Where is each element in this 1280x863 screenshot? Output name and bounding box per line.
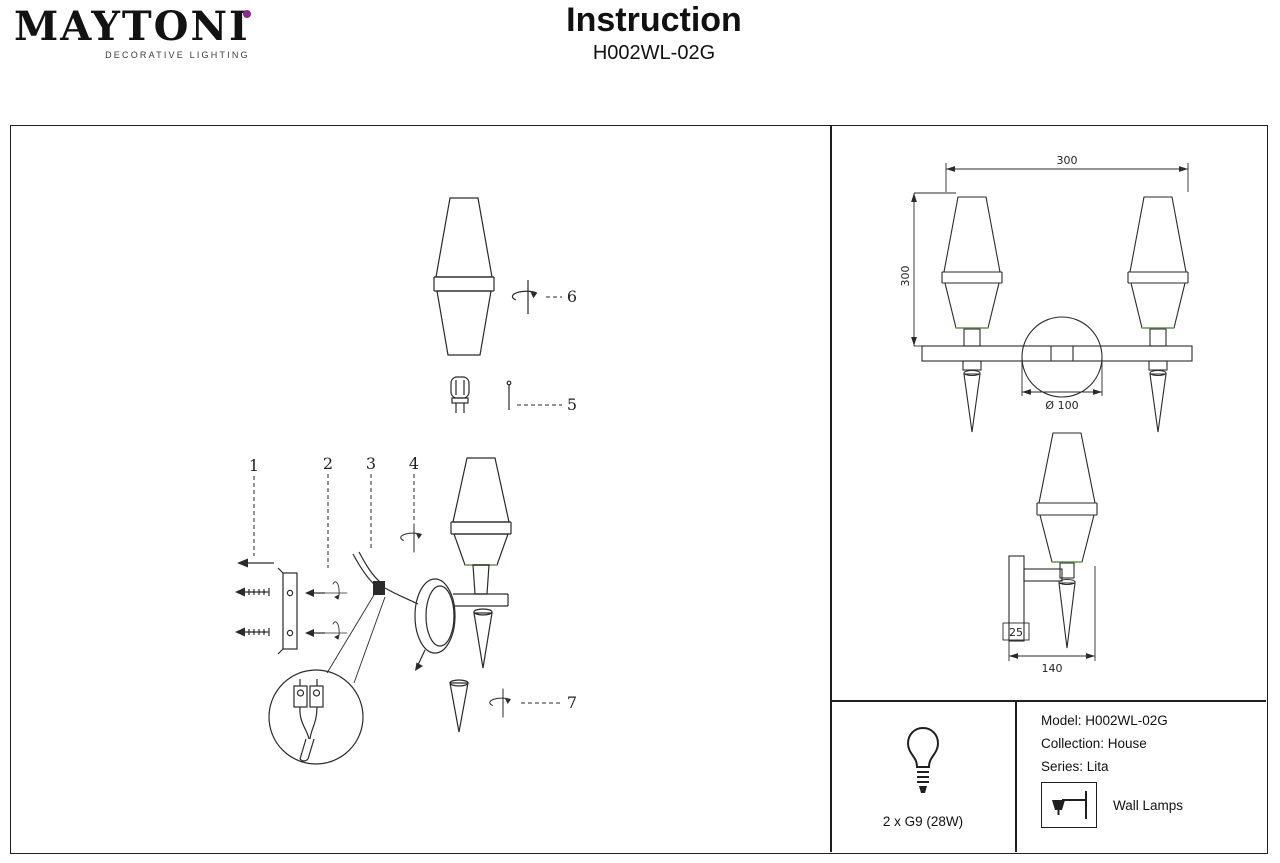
page-title: Instruction: [566, 1, 742, 39]
cone-part-drawing: [449, 679, 469, 733]
side-view-drawing: [1008, 432, 1098, 649]
part-number-1: 1: [249, 456, 259, 475]
brand-logo: MAYTONI DECORATIVE LIGHTING: [14, 3, 251, 60]
assembly-diagram: 1 2 3 4 5 6 7: [235, 197, 577, 765]
part-number-2: 2: [323, 454, 333, 473]
collection-line: Collection: House: [1041, 736, 1147, 751]
g9-bulb-drawing: [450, 376, 470, 413]
bracket-screw-drawing-2: [305, 621, 348, 640]
wire-connector-drawing: [326, 551, 419, 684]
dimension-depth-label: 140: [1042, 662, 1063, 675]
dimension-offset-label: 25: [1009, 626, 1023, 639]
pin-drawing: [506, 380, 512, 410]
part-number-7: 7: [567, 693, 577, 712]
screw-drawing-2: [235, 627, 270, 637]
wall-plug-drawing: [237, 558, 274, 568]
bulb-spec-label: 2 x G9 (28W): [882, 813, 964, 829]
vertical-divider: [830, 126, 832, 852]
front-dimension-lines: [911, 163, 1189, 396]
category-row: Wall Lamps: [1041, 782, 1267, 828]
model-info-cell: Model: H002WL-02G Collection: House Seri…: [1017, 702, 1267, 852]
mounting-bracket-drawing: [277, 567, 298, 655]
dimension-drawings: 300 300 Ø 100 25 140: [899, 154, 1193, 675]
model-line: Model: H002WL-02G: [1041, 713, 1168, 728]
brand-dot-icon: [242, 10, 251, 18]
part-number-5: 5: [567, 395, 577, 414]
rotate-arrow-icon: [489, 688, 512, 718]
lamp-body-drawing: [414, 457, 512, 671]
screw-drawing-1: [235, 587, 270, 597]
dimension-diameter-label: Ø 100: [1045, 399, 1078, 412]
part-number-6: 6: [567, 287, 577, 306]
horizontal-divider: [830, 700, 1266, 702]
bracket-screw-drawing-1: [305, 581, 348, 600]
part-number-4: 4: [409, 454, 419, 473]
part-number-3: 3: [366, 454, 376, 473]
bulb-icon: [906, 726, 940, 793]
bulb-spec-cell: 2 x G9 (28W): [831, 702, 1015, 852]
series-line: Series: Lita: [1041, 759, 1109, 774]
rotate-arrow-icon: [511, 279, 538, 315]
category-label: Wall Lamps: [1113, 797, 1184, 813]
spec-divider: [1015, 700, 1017, 852]
front-view-drawing: [921, 196, 1193, 433]
wall-lamp-icon: [1052, 791, 1087, 819]
glass-shade-drawing: [433, 197, 495, 356]
title-block: Instruction H002WL-02G: [566, 0, 742, 65]
rotate-arrow-icon: [400, 523, 423, 553]
leader-lines: [253, 296, 562, 704]
header-model-code: H002WL-02G: [592, 41, 716, 64]
dimension-height-label: 300: [899, 266, 912, 287]
wiring-detail-drawing: [268, 669, 364, 765]
dimension-labels: 300 300 Ø 100 25 140: [899, 154, 1079, 675]
dimension-width-label: 300: [1057, 154, 1078, 167]
brand-name: MAYTONI: [14, 3, 250, 50]
side-dimension-lines: [1002, 566, 1096, 661]
part-numbers: 1 2 3 4 5 6 7: [249, 287, 577, 712]
content-frame: 1 2 3 4 5 6 7: [10, 125, 1268, 854]
wall-lamp-icon-box: [1041, 782, 1097, 828]
brand-tagline: DECORATIVE LIGHTING: [105, 50, 250, 60]
